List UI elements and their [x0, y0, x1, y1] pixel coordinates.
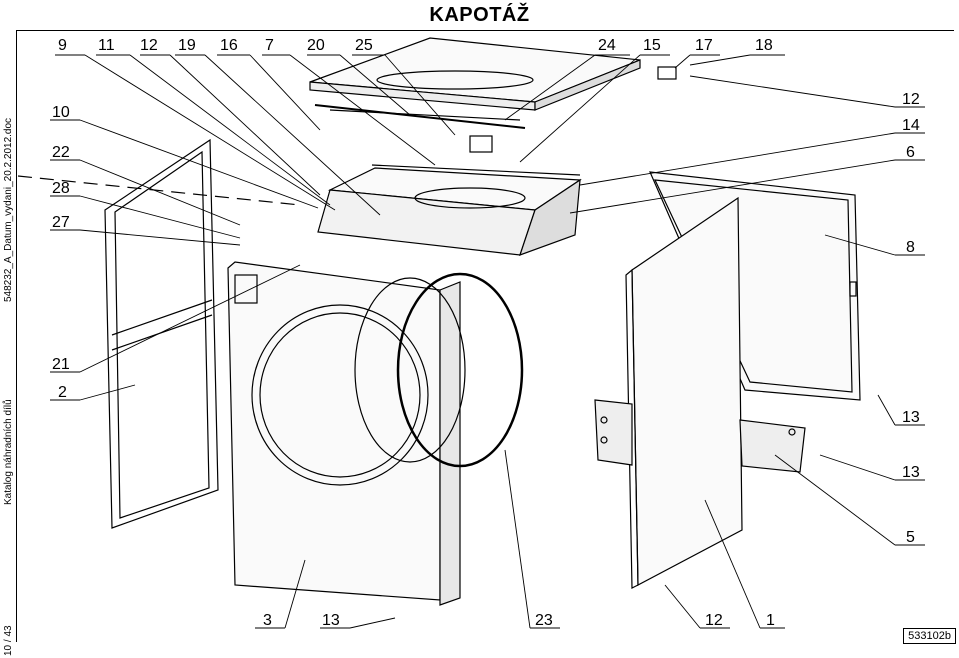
callout-1: 1	[766, 612, 775, 629]
callout-12-bottom: 12	[705, 612, 723, 629]
callout-2: 2	[58, 384, 67, 401]
top-cover-part	[309, 37, 641, 153]
callout-6: 6	[906, 144, 915, 161]
callout-25: 25	[355, 37, 373, 54]
callout-15: 15	[643, 37, 661, 54]
drawing-code: 533102b	[903, 628, 956, 644]
callout-12-right: 12	[902, 91, 920, 108]
callout-10: 10	[52, 104, 70, 121]
callout-23: 23	[535, 612, 553, 629]
left-side-frame-part	[104, 138, 219, 529]
callout-13-bottom: 13	[322, 612, 340, 629]
callout-13-middle: 13	[902, 464, 920, 481]
middle-frame-part	[317, 164, 582, 256]
right-side-panel-part	[625, 196, 743, 589]
callout-16: 16	[220, 37, 238, 54]
callout-21: 21	[52, 356, 70, 373]
callout-14: 14	[902, 117, 920, 134]
callout-27: 27	[52, 214, 70, 231]
door-gasket-part	[354, 272, 524, 468]
callout-24: 24	[598, 37, 616, 54]
callout-12-top: 12	[140, 37, 158, 54]
callout-17: 17	[695, 37, 713, 54]
callout-5: 5	[906, 529, 915, 546]
drawing-frame	[16, 30, 954, 642]
axis-dash-line	[17, 175, 301, 206]
front-panel-part	[227, 261, 461, 606]
callout-9: 9	[58, 37, 67, 54]
callout-11: 11	[98, 37, 115, 54]
callout-28: 28	[52, 180, 70, 197]
callout-22: 22	[52, 144, 70, 161]
callout-19: 19	[178, 37, 196, 54]
diagram-title: KAPOTÁŽ	[429, 4, 530, 26]
callout-7: 7	[265, 37, 274, 54]
callout-18: 18	[755, 37, 773, 54]
mounting-bracket-part	[594, 399, 806, 473]
hinge-clip-part	[657, 66, 677, 80]
callout-20: 20	[307, 37, 325, 54]
callout-13-upper: 13	[902, 409, 920, 426]
leader-lines	[50, 54, 925, 629]
callout-3: 3	[263, 612, 272, 629]
callout-8: 8	[906, 239, 915, 256]
